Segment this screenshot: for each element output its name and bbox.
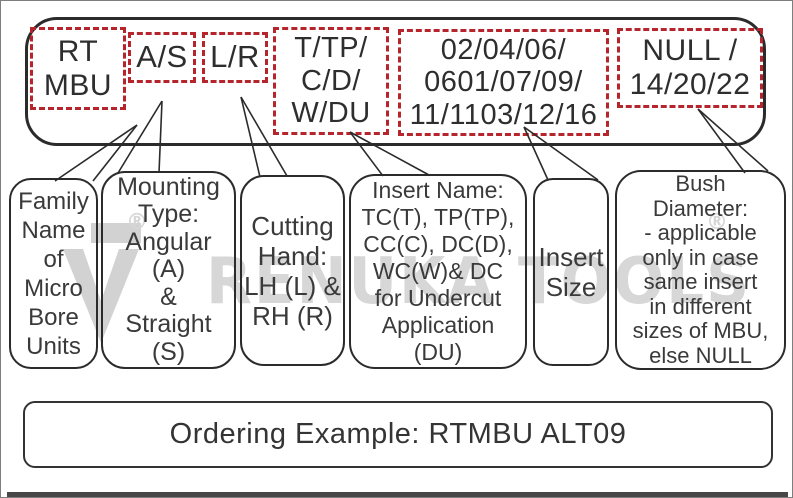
callout-mounting-type-text: Mounting Type: Angular (A) & Straight (S…	[117, 172, 220, 366]
code-segment-insert-size: 02/04/06/ 0601/07/09/ 11/1103/12/16	[398, 29, 609, 136]
callout-family-name-text: Family Name of Micro Bore Units	[18, 187, 89, 360]
callout-cutting-hand: Cutting Hand: LH (L) & RH (R)	[240, 175, 345, 366]
registered-trademark-icon: ®	[126, 210, 148, 235]
ordering-example-text: Ordering Example: RTMBU ALT09	[169, 418, 627, 450]
code-segment-bush-diameter: NULL / 14/20/22	[617, 28, 763, 108]
code-segment-cutting-hand: L/R	[202, 32, 268, 83]
registered-trademark-icon: ®	[706, 210, 728, 235]
callout-cutting-hand-text: Cutting Hand: LH (L) & RH (R)	[244, 210, 341, 331]
callout-bush-diameter-text: Bush Diameter: - applicable only in case…	[632, 171, 769, 368]
ordering-code-bar: RT MBU A/S L/R T/TP/ C/D/ W/DU 02/04/06/…	[25, 17, 766, 146]
brand-watermark-graphic: ® RENUKA TOOLS ®	[63, 210, 751, 343]
callout-insert-size: Insert Size	[533, 178, 609, 366]
callout-mounting-type: Mounting Type: Angular (A) & Straight (S…	[101, 171, 236, 369]
code-segment-mounting-type: A/S	[128, 32, 196, 83]
logo-chevron	[63, 249, 139, 343]
brand-watermark-text: RENUKA TOOLS	[206, 245, 751, 319]
bottom-edge-strip	[7, 492, 788, 497]
callout-insert-name: Insert Name: TC(T), TP(TP), CC(C), DC(D)…	[349, 174, 527, 369]
code-segment-insert-name: T/TP/ C/D/ W/DU	[273, 27, 389, 135]
code-segment-family: RT MBU	[30, 27, 126, 110]
callout-family-name: Family Name of Micro Bore Units	[9, 178, 98, 369]
callout-bush-diameter: Bush Diameter: - applicable only in case…	[615, 170, 786, 370]
ordering-example-box: Ordering Example: RTMBU ALT09	[23, 401, 773, 468]
brand-watermark: ® RENUKA TOOLS ®	[56, 201, 756, 356]
callout-insert-name-text: Insert Name: TC(T), TP(TP), CC(C), DC(D)…	[361, 177, 515, 365]
callout-insert-size-text: Insert Size	[538, 242, 604, 302]
logo-crossbar	[91, 223, 141, 243]
